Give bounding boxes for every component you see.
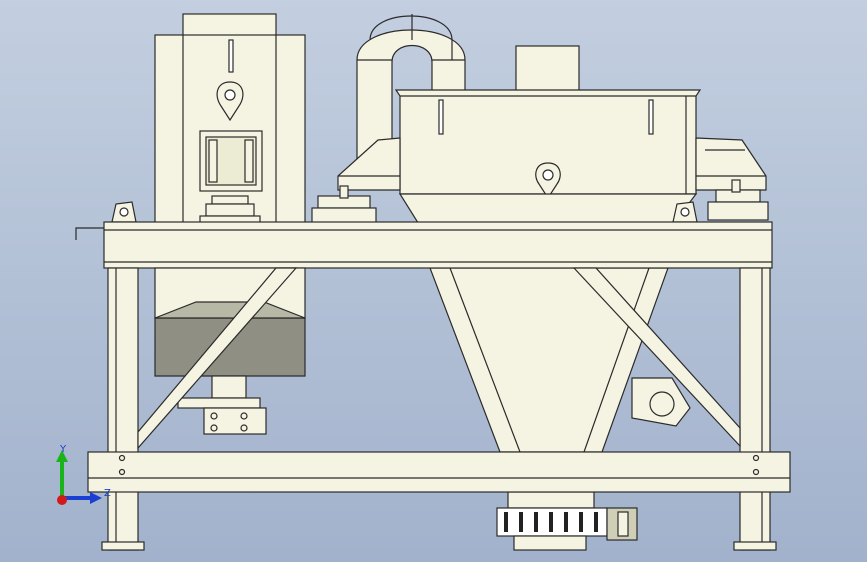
orientation-triad[interactable]: Y Z — [50, 440, 120, 510]
top-beam — [103, 221, 773, 269]
cone-outlet-pipe — [507, 491, 595, 509]
body-slot — [438, 99, 444, 135]
lifting-lug-icon — [216, 81, 244, 122]
eye-lug-hole — [119, 207, 129, 217]
cyclone-collar — [398, 193, 698, 227]
body-slot — [648, 99, 654, 135]
left-foot — [101, 541, 145, 551]
load-cell-base — [205, 203, 255, 217]
cone-edge — [583, 267, 650, 453]
left-leg — [107, 267, 139, 551]
main-frame[interactable] — [87, 221, 791, 551]
flange-bolts — [504, 512, 598, 532]
support-plate-base — [707, 201, 769, 221]
motor-shaft — [649, 391, 675, 417]
y-axis-arrow-icon — [56, 450, 68, 462]
z-axis-arrow-icon — [90, 492, 102, 504]
cyclone-cone — [429, 267, 669, 453]
side-inlet-left — [337, 137, 401, 191]
hopper-neck — [211, 375, 247, 399]
lug-hole — [542, 169, 554, 181]
load-cell — [211, 195, 249, 205]
cyclone-separator[interactable] — [337, 14, 767, 551]
cyclone-outlet-pipe — [515, 45, 580, 92]
bottom-beam — [87, 451, 791, 493]
duct-top-bend — [369, 15, 453, 60]
beam-bolt-icon — [752, 468, 760, 476]
left-brace — [137, 267, 298, 450]
cone-edge — [449, 267, 521, 453]
z-axis-label: Z — [104, 488, 111, 499]
left-hopper-tower[interactable] — [154, 13, 306, 229]
lug-hole — [224, 89, 236, 101]
support-bolt — [731, 179, 741, 193]
top-mounts — [75, 179, 769, 240]
tower-slot — [228, 39, 234, 73]
flange-bolt-icon — [240, 424, 248, 432]
flange-bolt-icon — [240, 412, 248, 420]
outlet-valve-cap — [617, 511, 629, 537]
eye-lug-hole — [680, 207, 690, 217]
window-bracket — [208, 139, 218, 183]
flange-bolt-icon — [210, 424, 218, 432]
x-axis-icon — [57, 495, 67, 505]
tower-top-inlet — [182, 13, 277, 37]
flange-bolt-icon — [210, 412, 218, 420]
beam-bolt-icon — [118, 468, 126, 476]
side-inlet-right — [695, 137, 767, 191]
y-axis-label: Y — [59, 444, 67, 455]
beam-bracket — [75, 227, 106, 240]
outlet-bottom-ring — [513, 535, 587, 551]
right-foot — [733, 541, 777, 551]
support-bolt — [339, 185, 349, 199]
beam-bolt-icon — [118, 454, 126, 462]
right-leg — [739, 267, 771, 551]
window-bracket — [244, 139, 254, 183]
beam-bolt-icon — [752, 454, 760, 462]
hopper-flange — [177, 397, 261, 409]
right-brace — [572, 267, 741, 448]
